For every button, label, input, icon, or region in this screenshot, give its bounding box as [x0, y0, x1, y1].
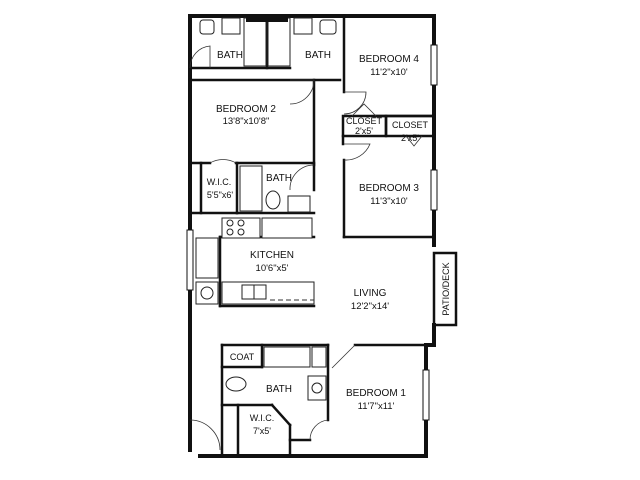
toilet-icon	[265, 190, 281, 210]
room-label-closet-a: CLOSET	[346, 116, 383, 126]
room-size-bedroom1: 11'7"x11'	[358, 401, 395, 412]
room-size-wic-upper: 5'5"x6'	[207, 190, 233, 200]
shelf-icon	[311, 346, 327, 368]
room-label-wic-upper: W.I.C.	[207, 177, 232, 187]
windows	[186, 44, 438, 421]
refrigerator-icon	[195, 237, 219, 279]
sink-icon	[307, 375, 327, 401]
room-label-living: LIVING	[354, 288, 387, 299]
sink-icon	[293, 17, 313, 35]
sink-icon	[221, 17, 241, 35]
wall-chase	[246, 16, 288, 22]
room-label-closet-b: CLOSET	[392, 120, 429, 130]
room-size-closet-a: 2'x5'	[355, 126, 373, 136]
room-size-wic-lower: 7'x5'	[253, 426, 271, 436]
toilet-icon	[199, 19, 215, 35]
patio-deck-area	[432, 251, 458, 327]
washer-icon	[195, 281, 219, 305]
counter-icon	[221, 281, 315, 305]
room-label-bath-top-left: BATH	[217, 50, 243, 61]
room-size-living: 12'2"x14'	[351, 301, 389, 312]
room-size-bedroom2: 13'8"x10'8"	[223, 116, 270, 127]
room-size-kitchen: 10'6"x5'	[256, 263, 289, 274]
door-swings	[189, 45, 423, 451]
bathtub-icon	[263, 346, 311, 368]
stove-icon	[221, 217, 261, 239]
room-label-patio: PATIO/DECK	[441, 262, 451, 315]
room-size-bedroom3: 11'3"x10'	[370, 196, 408, 207]
room-size-closet-b: 2'x5'	[401, 133, 419, 143]
room-labels: BATH BATH BEDROOM 4 11'2"x10' BEDROOM 2 …	[207, 50, 451, 436]
room-label-bedroom1: BEDROOM 1	[346, 388, 406, 399]
sink-icon	[287, 195, 311, 213]
counter-icon	[261, 217, 313, 239]
room-label-coat: COAT	[230, 352, 255, 362]
bathtub-icon	[243, 17, 267, 67]
toilet-icon	[319, 19, 337, 35]
room-label-bedroom2: BEDROOM 2	[216, 104, 276, 115]
bathtub-icon	[239, 165, 263, 212]
fixtures	[195, 16, 458, 401]
room-label-bedroom4: BEDROOM 4	[359, 54, 419, 65]
room-label-bath-top-right: BATH	[305, 50, 331, 61]
room-label-kitchen: KITCHEN	[250, 250, 294, 261]
room-size-bedroom4: 11'2"x10'	[370, 67, 408, 78]
toilet-icon	[225, 376, 247, 392]
bathtub-icon	[267, 17, 291, 67]
room-label-bath-lower: BATH	[266, 384, 292, 395]
room-label-bedroom3: BEDROOM 3	[359, 183, 419, 194]
room-label-bath-mid: BATH	[266, 173, 292, 184]
room-label-wic-lower: W.I.C.	[250, 413, 275, 423]
